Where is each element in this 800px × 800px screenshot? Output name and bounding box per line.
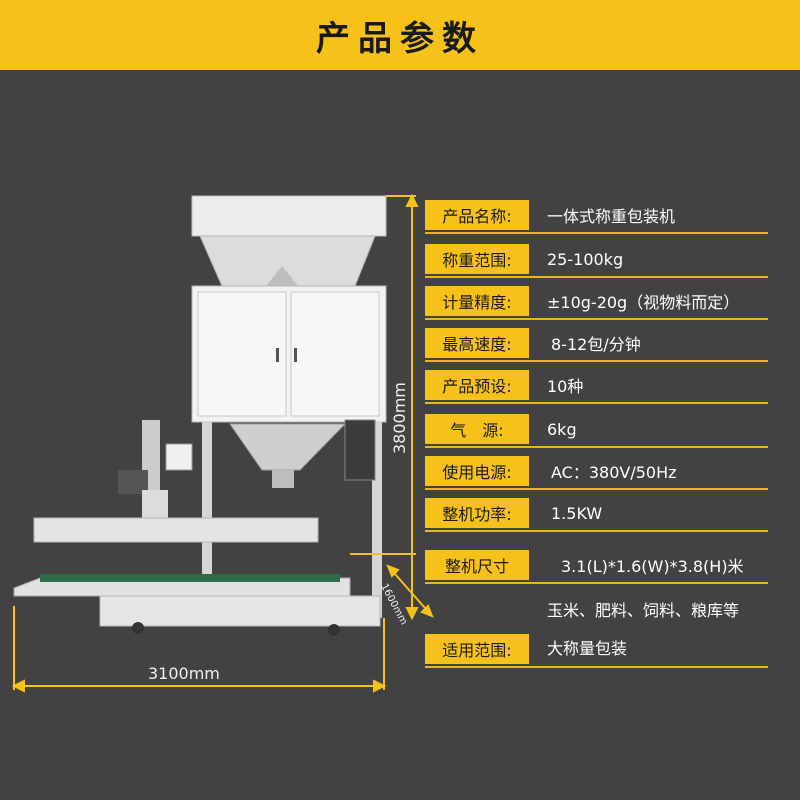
divider [425, 402, 768, 404]
spec-value: 1.5KW [551, 503, 603, 523]
spec-label: 计量精度: [425, 286, 529, 316]
spec-value: ±10g-20g（视物料而定） [547, 293, 740, 312]
divider [425, 488, 768, 490]
spec-value: 25-100kg [547, 249, 624, 269]
spec-label: 气 源: [425, 414, 529, 444]
divider [425, 318, 768, 320]
page-title: 产品参数 [316, 18, 484, 59]
spec-value: 一体式称重包装机 [547, 207, 676, 226]
spec-label: 最高速度: [425, 328, 529, 358]
spec-label: 产品名称: [425, 200, 529, 230]
machine-illustration [11, 193, 434, 693]
spec-value: 8-12包/分钟 [551, 335, 641, 354]
divider [425, 446, 768, 448]
spec-value: AC：380V/50Hz [551, 463, 677, 482]
divider [425, 666, 768, 668]
spec-value: 10种 [547, 377, 584, 396]
spec-value-line1: 玉米、肥料、饲料、粮库等 [547, 601, 740, 620]
height-dimension-label: 3800mm [390, 382, 409, 454]
spec-label: 使用电源: [425, 456, 529, 486]
spec-label: 产品预设: [425, 370, 529, 400]
spec-label: 适用范围: [425, 634, 529, 664]
spec-value-line2: 大称量包装 [547, 639, 628, 658]
width-dimension-label: 3100mm [148, 664, 220, 683]
divider [425, 276, 768, 278]
spec-value: 3.1(L)*1.6(W)*3.8(H)米 [561, 557, 744, 576]
divider [425, 582, 768, 584]
divider [425, 232, 768, 234]
spec-value: 6kg [547, 419, 577, 439]
divider [425, 530, 768, 532]
spec-label: 整机尺寸 [425, 550, 529, 580]
divider [425, 360, 768, 362]
spec-label: 整机功率: [425, 498, 529, 528]
spec-label: 称重范围: [425, 244, 529, 274]
header-banner: 产品参数 [0, 0, 800, 70]
